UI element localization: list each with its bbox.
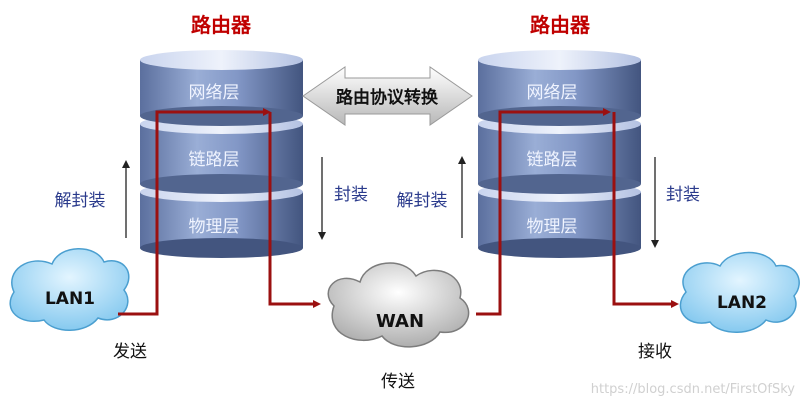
router-1-decap-label: 解封装 bbox=[55, 191, 106, 211]
caption-receive: 接收 bbox=[638, 342, 672, 362]
router-2-title: 路由器 bbox=[530, 13, 591, 37]
router-1-layer-physical: 物理层 bbox=[189, 217, 240, 237]
caption-send: 发送 bbox=[113, 342, 147, 362]
router-2: 路由器 物理层 链路层 网络层 解封装 封装 bbox=[397, 13, 700, 258]
path-lan1-to-router1 bbox=[118, 108, 271, 316]
router-1-title: 路由器 bbox=[191, 13, 252, 37]
caption-transmit: 传送 bbox=[381, 372, 415, 392]
watermark: https://blog.csdn.net/FirstOfSky bbox=[591, 382, 796, 397]
router-2-layer-network: 网络层 bbox=[527, 83, 578, 103]
router-1: 路由器 物理层 链路层 网络层 解封装 封装 bbox=[55, 13, 368, 258]
router-2-layer-physical: 物理层 bbox=[527, 217, 578, 237]
wan-cloud: WAN bbox=[327, 262, 470, 348]
protocol-conversion-label: 路由协议转换 bbox=[336, 87, 439, 108]
lan1-cloud: LAN1 bbox=[9, 248, 130, 331]
path-router2-to-lan2 bbox=[612, 112, 679, 308]
protocol-conversion-arrow: 路由协议转换 bbox=[302, 66, 473, 126]
router-1-encap-label: 封装 bbox=[334, 185, 368, 205]
lan2-label: LAN2 bbox=[717, 293, 767, 313]
router-2-network-layer: 网络层 bbox=[478, 50, 641, 126]
wan-label: WAN bbox=[376, 311, 424, 332]
router-1-network-layer: 网络层 bbox=[140, 50, 303, 126]
router-2-decap-label: 解封装 bbox=[397, 191, 448, 211]
router-2-layer-link: 链路层 bbox=[527, 150, 578, 170]
lan2-cloud: LAN2 bbox=[679, 251, 800, 333]
router-1-layer-link: 链路层 bbox=[189, 150, 240, 170]
data-path bbox=[118, 108, 679, 316]
router-1-layer-network: 网络层 bbox=[189, 83, 240, 103]
router-2-encap-label: 封装 bbox=[666, 185, 700, 205]
lan1-label: LAN1 bbox=[45, 289, 95, 309]
path-router1-to-wan bbox=[268, 112, 321, 308]
path-wan-to-router2 bbox=[476, 108, 611, 316]
